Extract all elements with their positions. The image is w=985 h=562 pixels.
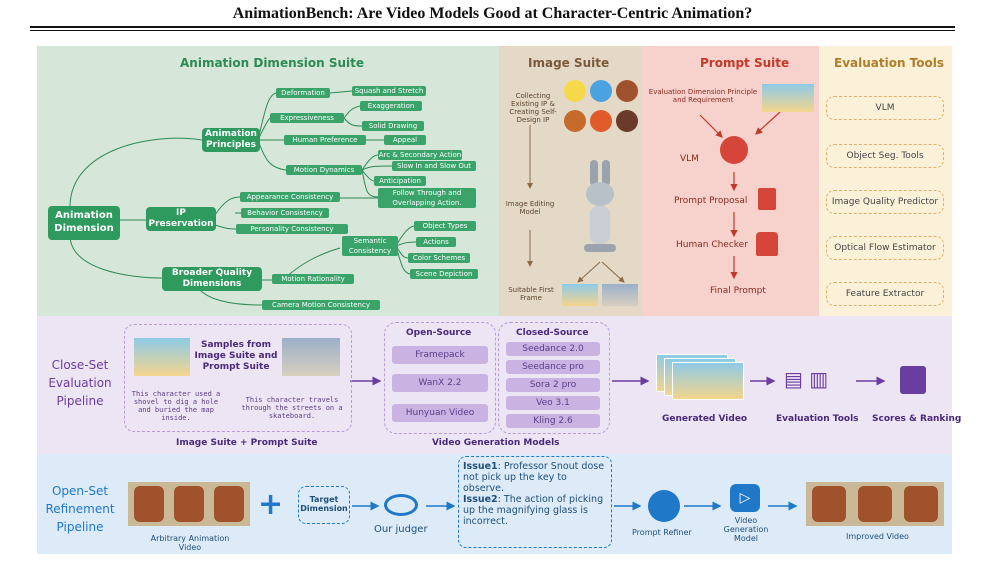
target-dimension-box: Target Dimension xyxy=(298,486,350,524)
video-generation-icon: ▷ xyxy=(730,484,760,512)
close-set-label: Close-Set Evaluation Pipeline xyxy=(48,358,112,408)
first-frame-thumb-2 xyxy=(602,284,638,306)
model-kling: Kling 2.6 xyxy=(506,414,600,428)
node-expressiveness: Expressiveness xyxy=(270,113,344,123)
node-squash: Squash and Stretch xyxy=(352,86,426,96)
image-collect-text: Collecting Existing IP & Creating Self-D… xyxy=(509,92,557,124)
node-object-types: Object Types xyxy=(414,221,476,231)
proposal-label: Prompt Proposal xyxy=(674,196,748,206)
node-appearance: Appearance Consistency xyxy=(240,192,340,202)
judger-label: Our judger xyxy=(374,524,428,535)
scores-label: Scores & Ranking xyxy=(872,414,962,424)
issue-2: Issue2: The action of picking up the mag… xyxy=(463,494,604,527)
models-label: Video Generation Models xyxy=(432,438,560,448)
model-sora: Sora 2 pro xyxy=(506,378,600,392)
first-frame-thumb-1 xyxy=(562,284,598,306)
sample-caption-2: This character travels through the stree… xyxy=(241,396,343,420)
node-actions: Actions xyxy=(416,237,456,247)
closed-source-title: Closed-Source xyxy=(516,328,589,338)
node-solid-drawing: Solid Drawing xyxy=(362,121,424,131)
title-rule xyxy=(30,26,955,28)
node-motion-rationality: Motion Rationality xyxy=(272,274,354,284)
root-animation-dimension: Animation Dimension xyxy=(48,206,120,240)
model-framepack: Framepack xyxy=(392,346,488,364)
proposal-doc-icon xyxy=(758,188,776,210)
sample-image-2 xyxy=(282,338,340,376)
vlm-label: VLM xyxy=(680,154,699,164)
vlm-search-icon xyxy=(720,136,748,164)
plus-icon: + xyxy=(258,487,284,522)
tool-feature-extractor: Feature Extractor xyxy=(826,282,944,306)
principle-text: Evaluation Dimension Principle and Requi… xyxy=(648,88,758,104)
improved-video-strip xyxy=(806,482,944,526)
principle-image xyxy=(762,84,814,112)
prompt-suite-header: Prompt Suite xyxy=(700,56,790,70)
samples-box xyxy=(124,324,352,432)
final-prompt-label: Final Prompt xyxy=(710,286,766,296)
model-wanx: WanX 2.2 xyxy=(392,374,488,392)
model-hunyuan: Hunyuan Video xyxy=(392,404,488,422)
improved-video-label: Improved Video xyxy=(846,532,909,541)
sample-caption-1: This character used a shovel to dig a ho… xyxy=(131,390,221,422)
model-seedance-2: Seedance 2.0 xyxy=(506,342,600,356)
image-suite-header: Image Suite xyxy=(528,56,610,70)
eval-tools-panel xyxy=(819,46,952,316)
tool-image-quality: Image Quality Predictor xyxy=(826,190,944,214)
node-exaggeration: Exaggeration xyxy=(360,101,422,111)
node-camera-motion: Camera Motion Consistency xyxy=(262,300,380,310)
closed-source-box xyxy=(498,322,610,434)
suite-label: Image Suite + Prompt Suite xyxy=(176,438,318,448)
node-ip-preservation: IP Preservation xyxy=(146,207,216,231)
node-motion-dynamics: Motion Dynamics xyxy=(286,165,362,175)
node-deformation: Deformation xyxy=(276,88,330,98)
node-behavior: Behavior Consistency xyxy=(241,208,329,218)
node-follow-through: Follow Through and Overlapping Action. xyxy=(378,188,476,208)
node-broader-quality: Broader Quality Dimensions xyxy=(162,267,262,291)
animation-suite-header: Animation Dimension Suite xyxy=(180,56,365,70)
issues-box: Issue1: Professor Snout dose not pick up… xyxy=(458,456,612,548)
issue-1: Issue1: Professor Snout dose not pick up… xyxy=(463,461,605,494)
node-color-schemes: Color Schemes xyxy=(408,253,470,263)
bugs-bunny-figure xyxy=(576,160,624,256)
evaluation-tools-icon: ▤ ▥ xyxy=(784,367,829,391)
generated-video-label: Generated Video xyxy=(662,414,748,424)
judger-eye-icon xyxy=(384,494,418,516)
eval-tools-header: Evaluation Tools xyxy=(834,56,945,70)
character-thumbnails xyxy=(564,80,640,136)
tool-vlm: VLM xyxy=(826,96,944,120)
node-arc: Arc & Secondary Action xyxy=(378,150,462,160)
node-anticipation: Anticipation xyxy=(374,176,426,186)
generated-video-stack xyxy=(656,354,744,400)
node-semantic: Semantic Consistency xyxy=(342,236,398,256)
prompt-refiner-label: Prompt Refiner xyxy=(632,528,692,537)
node-human-preference: Human Preference xyxy=(284,135,366,145)
node-animation-principles: Animation Principles xyxy=(202,128,260,152)
open-source-title: Open-Source xyxy=(406,328,472,338)
evaluation-tools-label: Evaluation Tools xyxy=(776,414,859,424)
title-rule-thin xyxy=(30,30,955,31)
tool-optical-flow: Optical Flow Estimator xyxy=(826,236,944,260)
checker-stamp-icon xyxy=(756,232,778,256)
video-generation-label: Video Generation Model xyxy=(723,516,769,543)
open-set-label: Open-Set Refinement Pipeline xyxy=(45,484,115,534)
model-veo: Veo 3.1 xyxy=(506,396,600,410)
node-slow-in: Slow In and Slow Out xyxy=(392,161,476,171)
node-appeal: Appeal xyxy=(384,135,426,145)
arbitrary-video-strip xyxy=(128,482,250,526)
tool-object-seg: Object Seg. Tools xyxy=(826,144,944,168)
node-scene-depiction: Scene Depiction xyxy=(410,269,478,279)
model-seedance-pro: Seedance pro xyxy=(506,360,600,374)
arbitrary-video-label: Arbitrary Animation Video xyxy=(150,534,230,552)
node-personality: Personality Consistency xyxy=(236,224,348,234)
sample-image-1 xyxy=(134,338,190,376)
paper-title: AnimationBench: Are Video Models Good at… xyxy=(232,5,753,22)
image-editing-text: Image Editing Model xyxy=(505,200,555,216)
checker-label: Human Checker xyxy=(676,240,748,250)
prompt-refiner-icon xyxy=(648,490,680,522)
scores-icon xyxy=(900,366,926,394)
samples-title: Samples from Image Suite and Prompt Suit… xyxy=(194,340,278,372)
suitable-frame-text: Suitable First Frame xyxy=(508,286,554,302)
open-source-box xyxy=(384,322,496,434)
